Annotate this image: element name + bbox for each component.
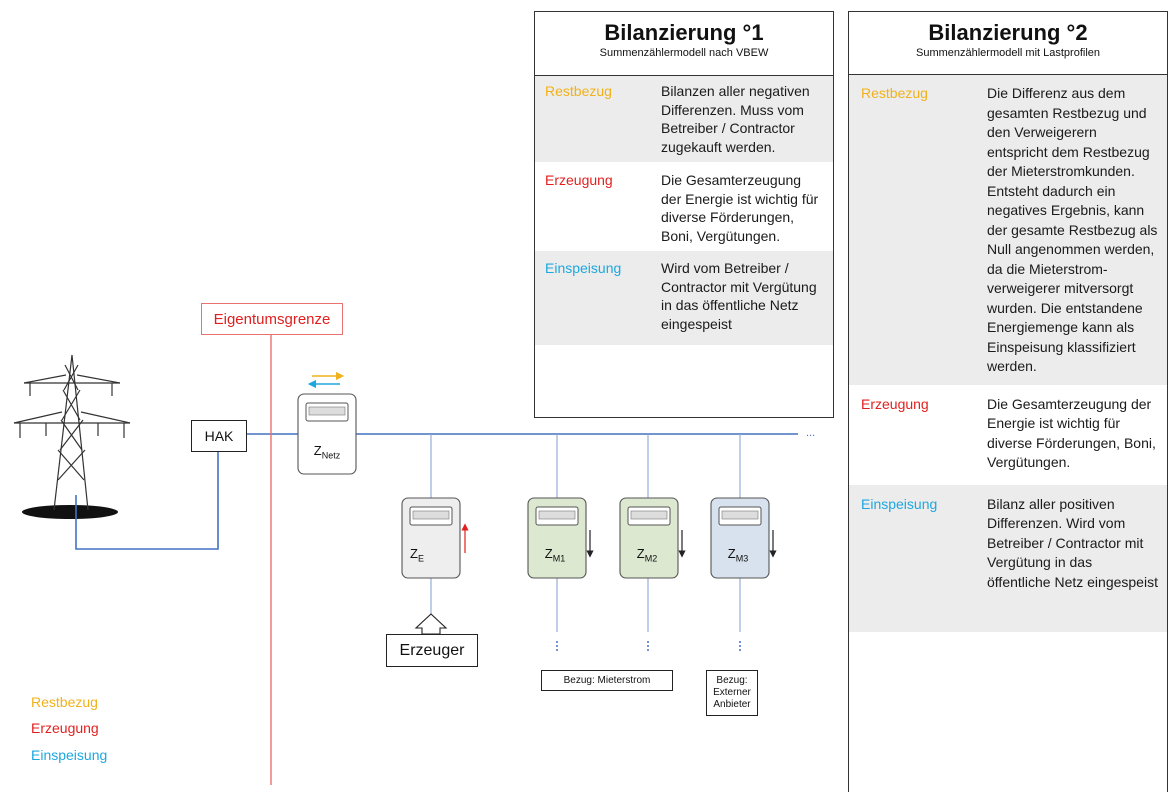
panel1-header: Bilanzierung °1 Summenzählermodell nach …	[535, 12, 833, 76]
generator-arrow-icon	[414, 613, 448, 635]
panel2-desc-restbezug: Die Differenz aus dem gesamten Restbezug…	[987, 85, 1158, 374]
meter-m1-label: ZM1	[544, 546, 566, 564]
transmission-tower-icon	[13, 354, 131, 519]
panel-bilanzierung-1: Bilanzierung °1 Summenzählermodell nach …	[534, 11, 834, 418]
panel1-title: Bilanzierung °1	[604, 20, 764, 45]
panel-bilanzierung-2: Bilanzierung °2 Summenzählermodell mit L…	[848, 11, 1168, 792]
panel2-term-erzeugung: Erzeugung	[861, 395, 929, 412]
panel1-desc-restbezug: Bilanzen aller negativen Differenzen. Mu…	[661, 83, 810, 155]
meter-e	[401, 497, 469, 579]
legend-restbezug: Restbezug	[31, 694, 98, 710]
meter-m2	[619, 497, 686, 579]
meter-netz	[297, 393, 357, 475]
panel2-desc-einspeisung: Bilanz aller positiven Differenzen. Wird…	[987, 495, 1158, 590]
panel1-term-einspeisung: Einspeisung	[545, 260, 622, 276]
meter-m3	[710, 497, 777, 579]
meter-e-label: ZE	[410, 546, 424, 564]
grid-continuation: ...	[806, 427, 816, 439]
property-boundary-label: Eigentumsgrenze	[201, 303, 343, 335]
meter-m2-label: ZM2	[636, 546, 658, 564]
panel2-header: Bilanzierung °2 Summenzählermodell mit L…	[849, 12, 1167, 75]
panel2-title: Bilanzierung °2	[928, 20, 1088, 45]
panel2-row-restbezug: Restbezug Die Differenz aus dem gesamten…	[849, 75, 1167, 385]
continuation-dots	[556, 641, 741, 651]
branch-lines	[430, 434, 741, 632]
panel2-subtitle: Summenzählermodell mit Lastprofilen	[915, 47, 1101, 59]
panel2-row-erzeugung: Erzeugung Die Gesamterzeugung der Energi…	[849, 385, 1167, 485]
hak-box: HAK	[191, 420, 247, 452]
meter-netz-label: ZNetz	[313, 443, 341, 461]
panel1-row-einspeisung: Einspeisung Wird vom Betreiber / Contrac…	[535, 251, 833, 345]
panel2-term-restbezug: Restbezug	[861, 85, 928, 101]
meter-m1	[527, 497, 594, 579]
panel1-term-erzeugung: Erzeugung	[545, 172, 613, 188]
grid-lines	[75, 433, 798, 550]
panel1-row-erzeugung: Erzeugung Die Gesamterzeugung der Energi…	[535, 162, 833, 251]
legend-erzeugung: Erzeugung	[31, 720, 99, 736]
meter-m3-label: ZM3	[727, 546, 749, 564]
panel2-term-einspeisung: Einspeisung	[861, 495, 938, 512]
panel2-desc-erzeugung: Die Gesamterzeugung der Energie ist wich…	[987, 395, 1156, 471]
panel2-row-einspeisung: Einspeisung Bilanz aller positiven Diffe…	[849, 484, 1167, 632]
legend-einspeisung: Einspeisung	[31, 747, 108, 763]
panel1-subtitle: Summenzählermodell nach VBEW	[599, 47, 769, 59]
panel1-desc-erzeugung: Die Gesamterzeugung der Energie ist wich…	[661, 172, 819, 244]
panel1-row-restbezug: Restbezug Bilanzen aller negativen Diffe…	[535, 76, 833, 162]
panel1-desc-einspeisung: Wird vom Betreiber / Contractor mit Verg…	[661, 260, 817, 332]
bezug-mieterstrom-label: Bezug: Mieterstrom	[541, 670, 673, 691]
panel1-term-restbezug: Restbezug	[545, 83, 612, 99]
bezug-extern-label: Bezug: Externer Anbieter	[706, 670, 758, 716]
generator-box: Erzeuger	[386, 634, 478, 667]
